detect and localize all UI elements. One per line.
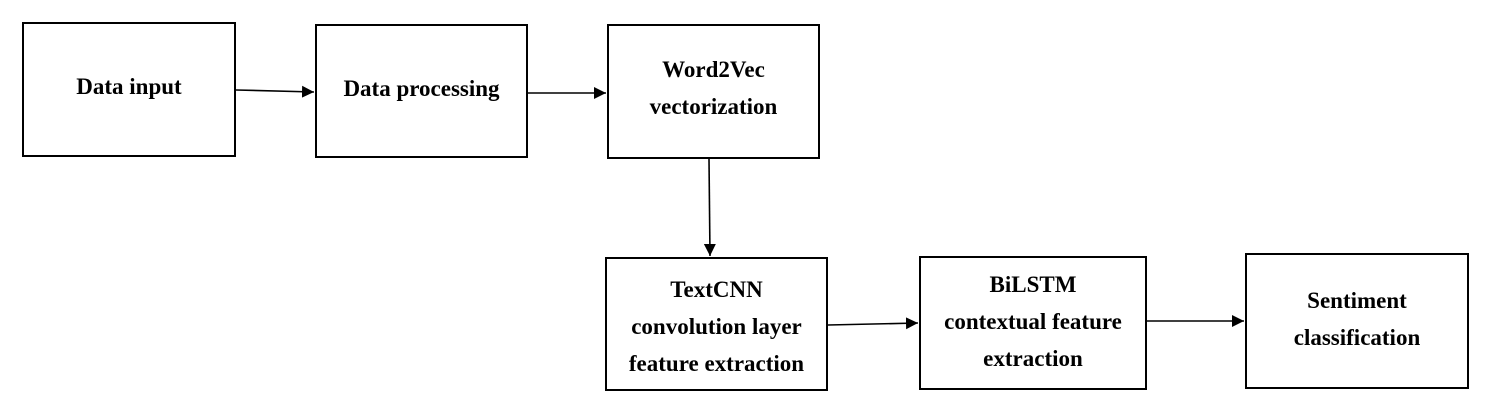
node-label-textcnn-feature-extraction: TextCNN convolution layer feature extrac… [628, 276, 805, 376]
node-label-word2vec-vectorization: Word2Vec vectorization [649, 56, 778, 119]
node-sentiment-classification: Sentiment classification [1245, 253, 1469, 389]
edge-textcnn-to-bilstm [827, 317, 919, 330]
edge-word2vec-to-textcnn [703, 158, 716, 257]
node-data-input: Data input [22, 22, 236, 157]
node-data-processing: Data processing [315, 24, 528, 158]
node-label-data-processing: Data processing [343, 75, 500, 101]
node-label-bilstm-contextual-feature-extraction: BiLSTM contextual feature extraction [944, 271, 1122, 371]
edge-data-input-to-data-processing [235, 85, 315, 98]
node-bilstm-contextual-feature-extraction: BiLSTM contextual feature extraction [919, 256, 1147, 390]
node-label-data-input: Data input [76, 74, 182, 99]
node-label-sentiment-classification: Sentiment classification [1293, 288, 1421, 350]
node-textcnn-feature-extraction: TextCNN convolution layer feature extrac… [605, 257, 828, 391]
node-word2vec-vectorization: Word2Vec vectorization [607, 24, 820, 159]
